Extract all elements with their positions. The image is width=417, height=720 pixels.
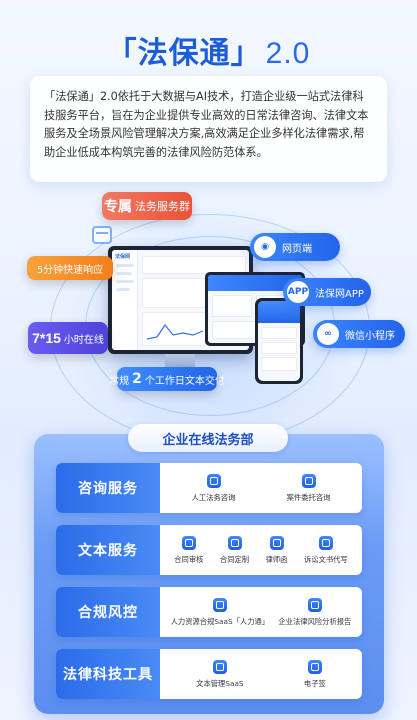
service-item-label: 合同审核 bbox=[174, 554, 204, 564]
service-row-document: 文本服务 合同审核 合同定制 律师函 诉讼文书代写 bbox=[56, 525, 362, 575]
service-row-consult: 咨询服务 人工法务咨询 案件委托咨询 bbox=[56, 463, 362, 513]
screen-nav-line bbox=[116, 264, 134, 267]
screen-line-chart bbox=[146, 323, 204, 340]
screen-nav-line bbox=[116, 272, 132, 275]
contract-review-icon bbox=[181, 535, 196, 550]
e-signature-icon bbox=[307, 659, 322, 674]
service-item-label: 电子签 bbox=[303, 678, 326, 688]
tablet-header bbox=[208, 275, 302, 291]
globe-icon: ◉ bbox=[254, 236, 276, 258]
service-item-label: 律师函 bbox=[265, 554, 288, 564]
page-title: 「法保通」2.0 bbox=[0, 28, 417, 72]
service-item-label: 合同定制 bbox=[219, 554, 250, 564]
screen-logo: 法保网 bbox=[115, 254, 131, 260]
title-version: 2.0 bbox=[265, 37, 311, 70]
service-item[interactable]: 人力资源合规SaaS「人力通」 bbox=[170, 597, 270, 627]
service-item-label: 诉讼文书代写 bbox=[303, 554, 348, 564]
document-management-icon bbox=[212, 659, 227, 674]
chat-icon bbox=[92, 226, 112, 244]
title-text: 「法保通」 bbox=[106, 36, 262, 71]
phone-card bbox=[261, 327, 297, 339]
row-items: 文本管理SaaS 电子签 bbox=[160, 649, 362, 699]
channel-app[interactable]: APP 法保网APP bbox=[283, 278, 371, 306]
service-item[interactable]: 案件委托咨询 bbox=[286, 473, 331, 503]
service-item[interactable]: 合同审核 bbox=[174, 535, 204, 565]
badge-delivery-pre: 常规 bbox=[109, 375, 130, 387]
service-item[interactable]: 人工法务咨询 bbox=[191, 473, 236, 503]
consult-icon bbox=[206, 473, 221, 488]
lawyer-letter-icon bbox=[269, 535, 284, 550]
phone-device bbox=[255, 298, 303, 384]
service-row-compliance: 合规风控 人力资源合规SaaS「人力通」 企业法律风险分析报告 bbox=[56, 587, 362, 637]
service-item-label: 人工法务咨询 bbox=[191, 492, 236, 502]
service-item[interactable]: 企业法律风险分析报告 bbox=[278, 597, 352, 627]
row-label: 合规风控 bbox=[56, 587, 160, 637]
case-icon bbox=[301, 473, 316, 488]
service-item-label: 文本管理SaaS bbox=[196, 678, 244, 688]
badge-online-small: 小时在线 bbox=[63, 334, 104, 346]
service-item-label: 案件委托咨询 bbox=[286, 492, 331, 502]
tablet-card bbox=[212, 295, 252, 317]
contract-custom-icon bbox=[227, 535, 242, 550]
badge-online-big: 7*15 bbox=[32, 330, 61, 346]
app-icon: APP bbox=[287, 281, 309, 303]
badge-response: 5分钟快速响应 bbox=[27, 256, 113, 280]
service-item[interactable]: 文本管理SaaS bbox=[196, 659, 244, 689]
screen-stat-card bbox=[142, 256, 246, 274]
channel-mini-program[interactable]: ∞ 微信小程序 bbox=[313, 320, 405, 348]
channel-web[interactable]: ◉ 网页端 bbox=[250, 233, 340, 261]
channel-app-label: 法保网APP bbox=[315, 288, 364, 300]
channel-mini-program-label: 微信小程序 bbox=[345, 330, 395, 342]
row-items: 人工法务咨询 案件委托咨询 bbox=[160, 463, 362, 513]
row-label: 法律科技工具 bbox=[56, 649, 160, 699]
risk-report-icon bbox=[307, 597, 322, 612]
screen-nav-line bbox=[116, 280, 134, 283]
phone-screen bbox=[258, 301, 300, 381]
badge-exclusive-small: 法务服务群 bbox=[135, 200, 190, 213]
badge-exclusive-big: 专属 bbox=[104, 199, 132, 215]
badge-response-text: 5分钟快速响应 bbox=[36, 264, 104, 276]
intro-card: 「法保通」2.0依托于大数据与AI技术，打造企业级一站式法律科技服务平台，旨在为… bbox=[30, 76, 387, 182]
screen-chart-card bbox=[142, 312, 206, 346]
row-label: 咨询服务 bbox=[56, 463, 160, 513]
service-item[interactable]: 电子签 bbox=[303, 659, 326, 689]
intro-text: 「法保通」2.0依托于大数据与AI技术，打造企业级一站式法律科技服务平台，旨在为… bbox=[44, 90, 369, 159]
hr-compliance-icon bbox=[212, 597, 227, 612]
service-item-label: 企业法律风险分析报告 bbox=[278, 616, 352, 626]
badge-delivery-big: 2 bbox=[132, 371, 142, 387]
badge-exclusive-group: 专属 法务服务群 bbox=[102, 192, 192, 220]
badge-online-hours: 7*15 小时在线 bbox=[28, 322, 108, 354]
service-item-label: 人力资源合规SaaS「人力通」 bbox=[170, 616, 270, 626]
phone-card bbox=[261, 357, 297, 371]
screen-summary-card bbox=[142, 278, 206, 308]
mini-program-icon: ∞ bbox=[317, 323, 339, 345]
row-items: 合同审核 合同定制 律师函 诉讼文书代写 bbox=[160, 525, 362, 575]
litigation-document-icon bbox=[318, 535, 333, 550]
row-label: 文本服务 bbox=[56, 525, 160, 575]
channel-web-label: 网页端 bbox=[282, 243, 312, 255]
service-row-legaltech: 法律科技工具 文本管理SaaS 电子签 bbox=[56, 649, 362, 699]
phone-banner bbox=[258, 301, 300, 323]
service-item[interactable]: 合同定制 bbox=[219, 535, 250, 565]
badge-delivery-post: 个工作日文本交付 bbox=[144, 375, 225, 387]
department-title: 企业在线法务部 bbox=[128, 424, 288, 452]
service-item[interactable]: 诉讼文书代写 bbox=[303, 535, 348, 565]
service-item[interactable]: 律师函 bbox=[265, 535, 288, 565]
phone-card bbox=[261, 342, 297, 354]
row-items: 人力资源合规SaaS「人力通」 企业法律风险分析报告 bbox=[160, 587, 362, 637]
screen-nav-line bbox=[116, 288, 130, 291]
chat-icon-line bbox=[96, 232, 108, 234]
